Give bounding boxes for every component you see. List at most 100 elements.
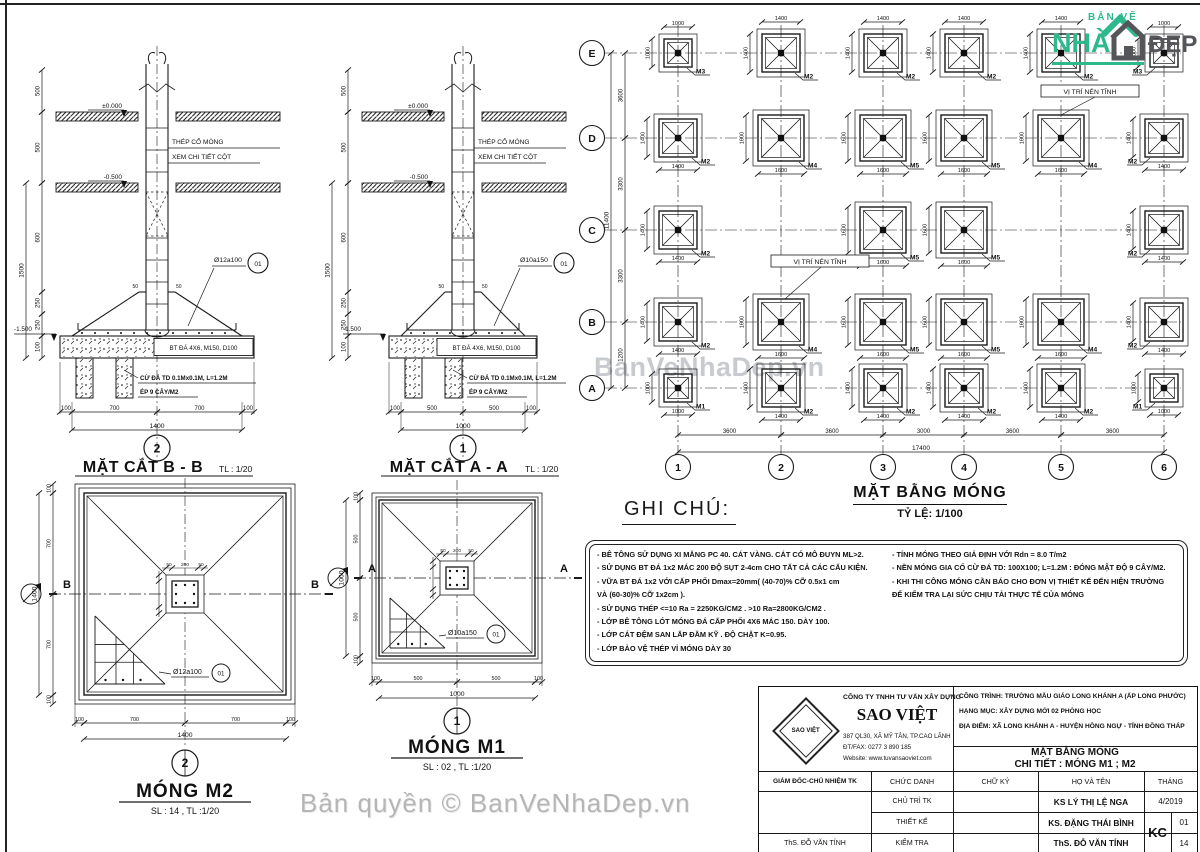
svg-text:M5: M5 [910, 347, 919, 354]
svg-text:50: 50 [166, 562, 172, 568]
duty-kiem-tra: KIỂM TRA [895, 839, 929, 847]
svg-text:1400: 1400 [1127, 132, 1133, 144]
svg-text:SL : 02 , TL :1/20: SL : 02 , TL :1/20 [423, 762, 491, 772]
svg-text:50: 50 [482, 284, 488, 290]
svg-text:500: 500 [414, 676, 423, 682]
svg-text:ÉP 9 CÂY/M2: ÉP 9 CÂY/M2 [469, 388, 508, 396]
svg-text:1600: 1600 [740, 316, 746, 328]
svg-text:VỊ TRÍ NÉN TĨNH: VỊ TRÍ NÉN TĨNH [794, 257, 847, 266]
svg-text:1000: 1000 [455, 423, 470, 430]
notes-heading: GHI CHÚ: [622, 498, 736, 525]
svg-text:1400: 1400 [641, 132, 647, 144]
svg-text:1600: 1600 [923, 132, 929, 144]
header-role: CHỨC DANH [889, 777, 935, 786]
svg-text:M3: M3 [696, 69, 705, 76]
svg-text:500: 500 [342, 142, 348, 153]
svg-text:1400: 1400 [775, 16, 787, 22]
svg-text:500: 500 [354, 535, 360, 544]
logo-nha-text: NHÀ [1052, 28, 1111, 58]
svg-text:1000: 1000 [672, 21, 684, 27]
svg-text:3300: 3300 [619, 269, 625, 283]
svg-text:THÉP CỔ MÓNG: THÉP CỔ MÓNG [172, 137, 224, 146]
svg-text:2: 2 [778, 462, 784, 474]
header-signature: CHỮ KÝ [981, 777, 1010, 786]
svg-text:M2: M2 [1128, 251, 1137, 258]
svg-text:M2: M2 [906, 74, 915, 81]
svg-text:M5: M5 [991, 255, 1000, 262]
svg-text:250: 250 [342, 297, 348, 308]
svg-text:M2: M2 [1084, 74, 1093, 81]
svg-text:100: 100 [36, 341, 42, 352]
notes-inner-border [589, 544, 1184, 662]
svg-text:THÉP CỔ MÓNG: THÉP CỔ MÓNG [478, 137, 530, 146]
svg-text:50: 50 [468, 548, 474, 554]
svg-text:1600: 1600 [1020, 132, 1026, 144]
svg-text:1400: 1400 [1055, 16, 1067, 22]
svg-text:M5: M5 [910, 255, 919, 262]
svg-text:1: 1 [675, 462, 681, 474]
svg-text:1600: 1600 [923, 224, 929, 236]
svg-text:1400: 1400 [1024, 382, 1030, 394]
note-line: - NỀN MÓNG GIA CỐ CỪ ĐÁ TD: 100X100; L=1… [892, 563, 1166, 573]
svg-text:1400: 1400 [32, 586, 39, 601]
company-phone: ĐT/FAX: 0277 3 890 185 [843, 744, 912, 751]
note-line: ĐỂ KIỂM TRA LẠI SỨC CHỊU TẢI THỰC TẾ CỦA… [892, 590, 1084, 600]
svg-text:MÓNG M1: MÓNG M1 [408, 736, 506, 758]
company-website: Website: www.tuvansaoviet.com [843, 755, 932, 762]
svg-text:1000: 1000 [646, 382, 652, 394]
svg-text:2: 2 [154, 442, 161, 456]
drawing-title-1: MẶT BẰNG MÓNG [1031, 747, 1119, 758]
svg-text:M4: M4 [1088, 347, 1097, 354]
svg-text:M2: M2 [701, 251, 710, 258]
svg-text:50: 50 [438, 284, 444, 290]
svg-text:1600: 1600 [1020, 316, 1026, 328]
svg-text:-0.500: -0.500 [410, 174, 429, 181]
svg-text:1600: 1600 [1055, 352, 1067, 358]
note-line: - TÍNH MÓNG THEO GIẢ ĐỊNH VỚI Rdn = 8.0 … [892, 550, 1067, 559]
svg-text:M2: M2 [1128, 159, 1137, 166]
svg-text:TL : 1/20: TL : 1/20 [219, 464, 253, 474]
svg-text:1600: 1600 [775, 352, 787, 358]
svg-text:M4: M4 [808, 347, 817, 354]
svg-text:1400: 1400 [1127, 316, 1133, 328]
title-block: SAO VIỆT CÔNG TY TNHH TƯ VẤN XÂY DỰNG SA… [758, 686, 1198, 852]
svg-text:1000: 1000 [1158, 21, 1170, 27]
svg-text:700: 700 [47, 640, 53, 649]
svg-text:3600: 3600 [1106, 429, 1120, 435]
svg-text:500: 500 [36, 142, 42, 153]
svg-text:100: 100 [354, 492, 360, 501]
svg-text:M1: M1 [1133, 404, 1142, 411]
svg-text:100: 100 [354, 655, 360, 664]
svg-text:1400: 1400 [877, 16, 889, 22]
svg-text:3600: 3600 [723, 429, 737, 435]
svg-text:100: 100 [243, 406, 254, 412]
svg-text:1400: 1400 [775, 414, 787, 420]
drawing-title-2: CHI TIẾT : MÓNG M1 ; M2 [1014, 758, 1136, 770]
svg-text:1400: 1400 [846, 382, 852, 394]
svg-text:3600: 3600 [619, 88, 625, 102]
svg-text:17400: 17400 [912, 445, 930, 452]
svg-text:700: 700 [47, 539, 53, 548]
svg-text:1400: 1400 [672, 256, 684, 262]
project-location: ĐỊA ĐIỂM: XÃ LONG KHÁNH A - HUYỆN HỒNG N… [959, 723, 1185, 730]
frame-top [0, 3, 1200, 5]
header-name: HỌ VÀ TÊN [1071, 777, 1111, 786]
company-logo-text: SAO VIỆT [791, 727, 821, 734]
company-address: 387 QL30, XÃ MỸ TÂN, TP.CAO LÃNH [843, 733, 951, 740]
svg-text:1600: 1600 [923, 316, 929, 328]
svg-text:1600: 1600 [958, 260, 970, 266]
svg-text:50: 50 [440, 548, 446, 554]
watermark-copyright: Bản quyền © BanVeNhaDep.vn [300, 788, 691, 818]
svg-text:100: 100 [390, 406, 401, 412]
svg-text:1600: 1600 [877, 168, 889, 174]
svg-text:1600: 1600 [958, 168, 970, 174]
